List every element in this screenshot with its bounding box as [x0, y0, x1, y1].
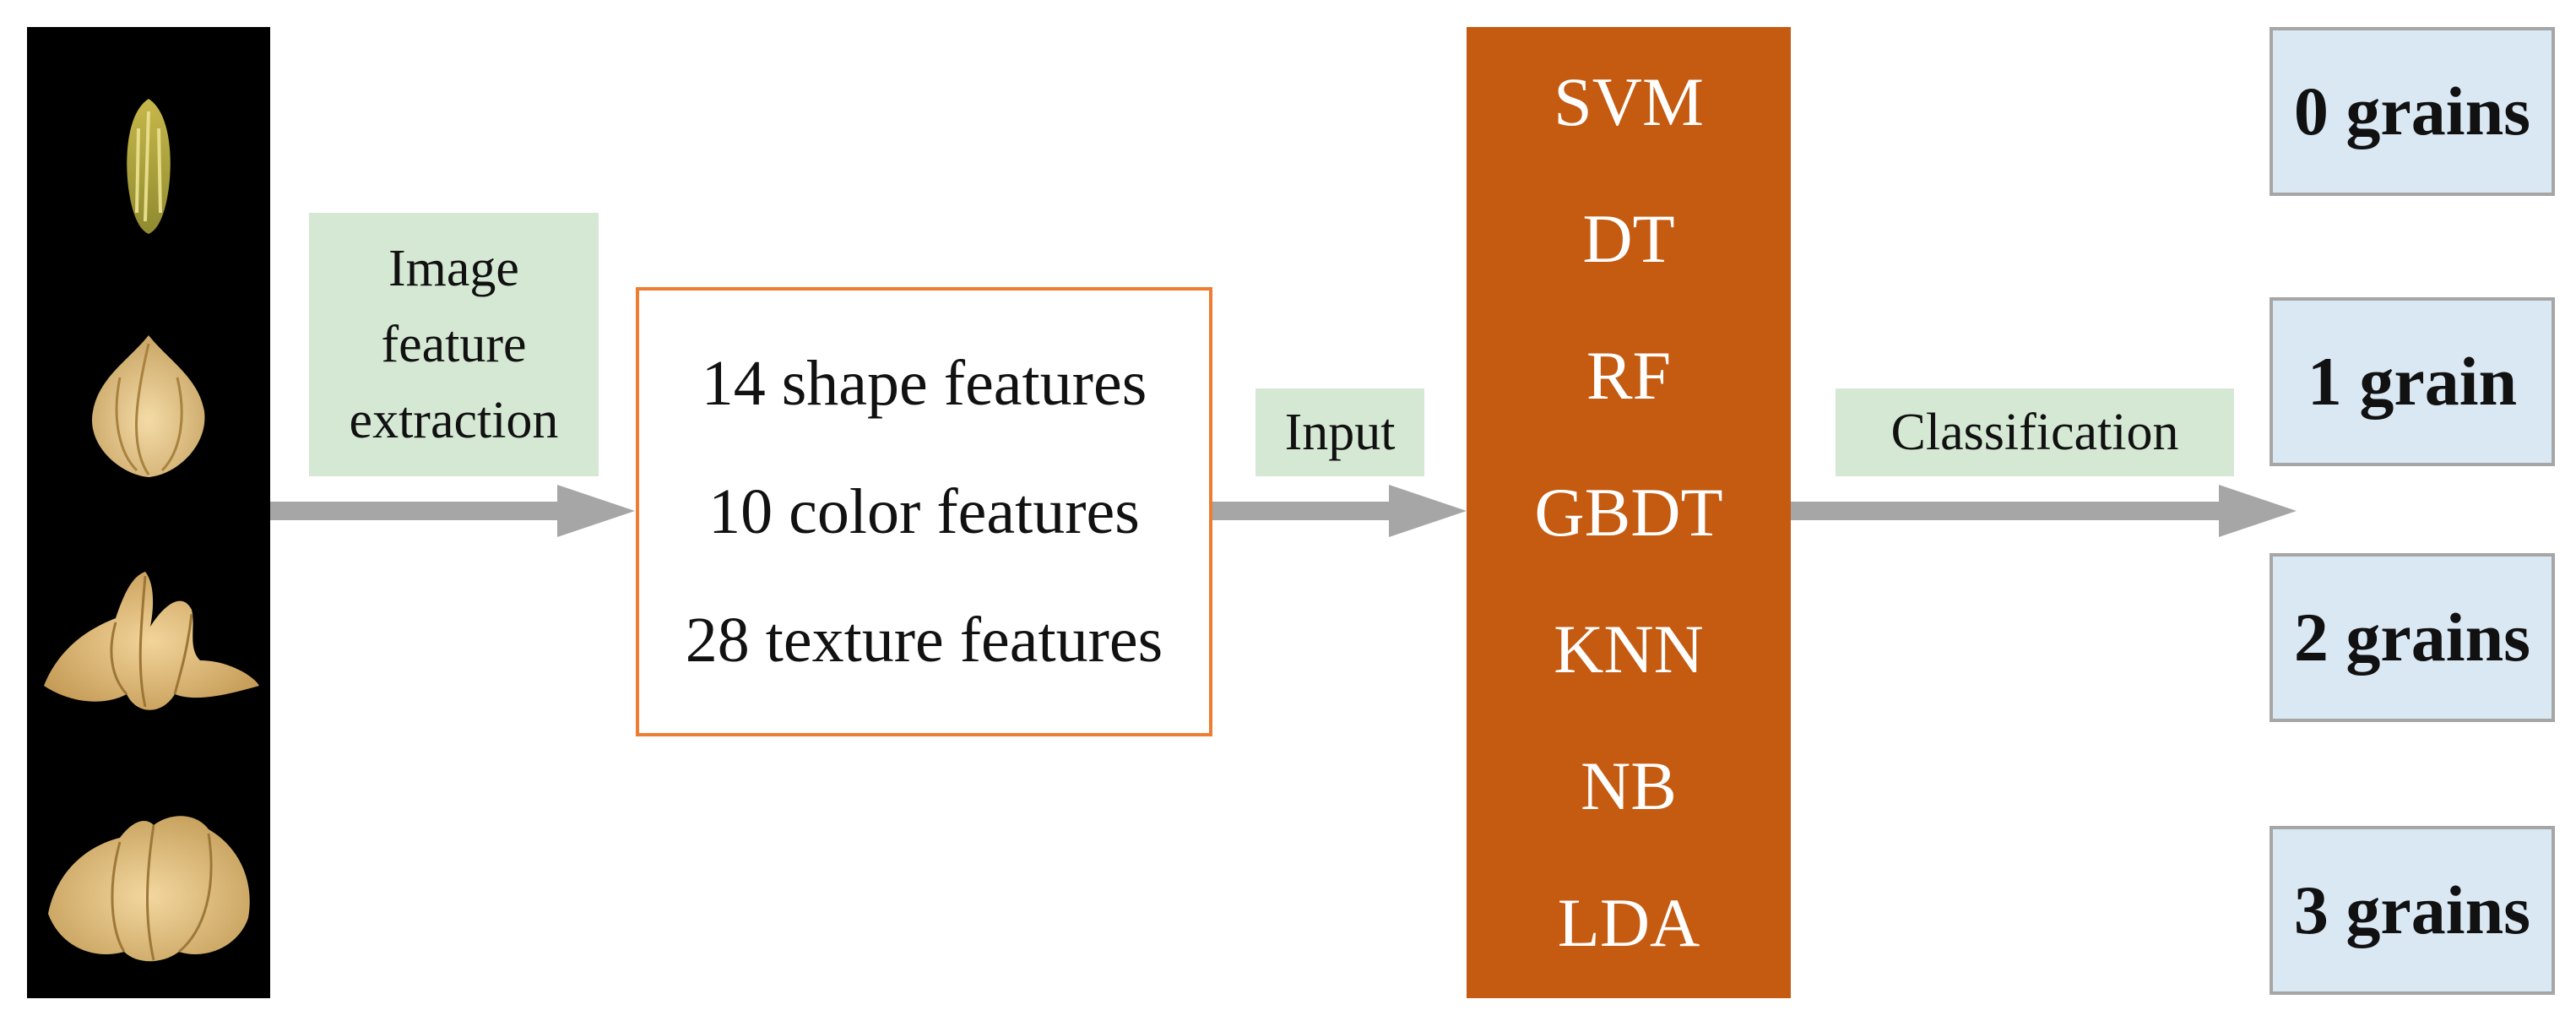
arrow-head-3 — [2219, 485, 2297, 537]
extraction-label-line: feature — [381, 316, 527, 373]
arrow-head-1 — [557, 485, 635, 537]
extraction-label-line: Image — [388, 240, 519, 297]
class-box-0-grains: 0 grains — [2270, 27, 2555, 196]
models-box: SVM DT RF GBDT KNN NB LDA — [1467, 27, 1791, 998]
feature-item: 28 texture features — [685, 605, 1163, 676]
feature-item: 14 shape features — [701, 348, 1147, 419]
spikelet-image-0-grains — [127, 99, 171, 234]
model-item: LDA — [1557, 884, 1700, 961]
arrow-shaft-3 — [1791, 502, 2221, 520]
class-box-1-grain: 1 grain — [2270, 297, 2555, 466]
model-item: KNN — [1554, 611, 1704, 687]
model-item: SVM — [1554, 63, 1704, 140]
input-label: Input — [1255, 388, 1424, 476]
classification-label: Classification — [1836, 388, 2234, 476]
spikelet-image-2-grains — [44, 572, 259, 710]
class-box-3-grains: 3 grains — [2270, 826, 2555, 995]
features-box: 14 shape features 10 color features 28 t… — [636, 287, 1212, 736]
model-item: GBDT — [1534, 474, 1723, 551]
feature-item: 10 color features — [708, 476, 1140, 547]
model-item: DT — [1582, 200, 1675, 277]
model-item: RF — [1586, 337, 1672, 414]
arrow-shaft-1 — [270, 502, 561, 520]
arrow-head-2 — [1389, 485, 1467, 537]
spikelet-image-panel — [27, 27, 270, 998]
class-box-2-grains: 2 grains — [2270, 553, 2555, 722]
extraction-label-line: extraction — [349, 392, 559, 449]
model-item: NB — [1581, 747, 1677, 824]
arrow-shaft-2 — [1212, 502, 1391, 520]
image-feature-extraction-label: Image feature extraction — [309, 213, 599, 476]
spikelet-image-1-grain — [91, 335, 205, 477]
spikelet-image-3-grains — [48, 816, 250, 962]
